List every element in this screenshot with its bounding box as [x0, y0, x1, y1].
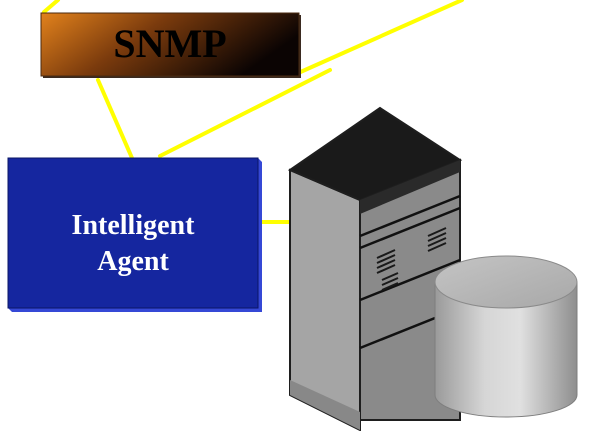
server-vent-marks	[376, 227, 447, 291]
database-cylinder-icon	[434, 255, 578, 418]
connector-snmp-to-agent	[96, 78, 134, 160]
connector-diagonal-to-server	[158, 68, 332, 158]
snmp-label: SNMP	[113, 21, 227, 66]
server-tower-icon	[287, 106, 463, 431]
snmp-box	[40, 12, 301, 78]
database-body	[434, 281, 578, 418]
intelligent-agent-label: Intelligent Agent	[8, 208, 258, 280]
server-base-shadow	[290, 380, 360, 430]
snmp-box-face	[40, 12, 300, 77]
server-cap-strip	[360, 160, 460, 214]
agent-box	[7, 157, 262, 312]
agent-label-line2: Agent	[97, 246, 169, 277]
database-top	[434, 255, 578, 309]
connector-top-right	[294, 0, 464, 76]
agent-box-face	[7, 157, 259, 309]
connector-lines	[42, 0, 464, 224]
connector-top-left	[42, 0, 60, 14]
agent-label-line1: Intelligent	[71, 210, 195, 241]
